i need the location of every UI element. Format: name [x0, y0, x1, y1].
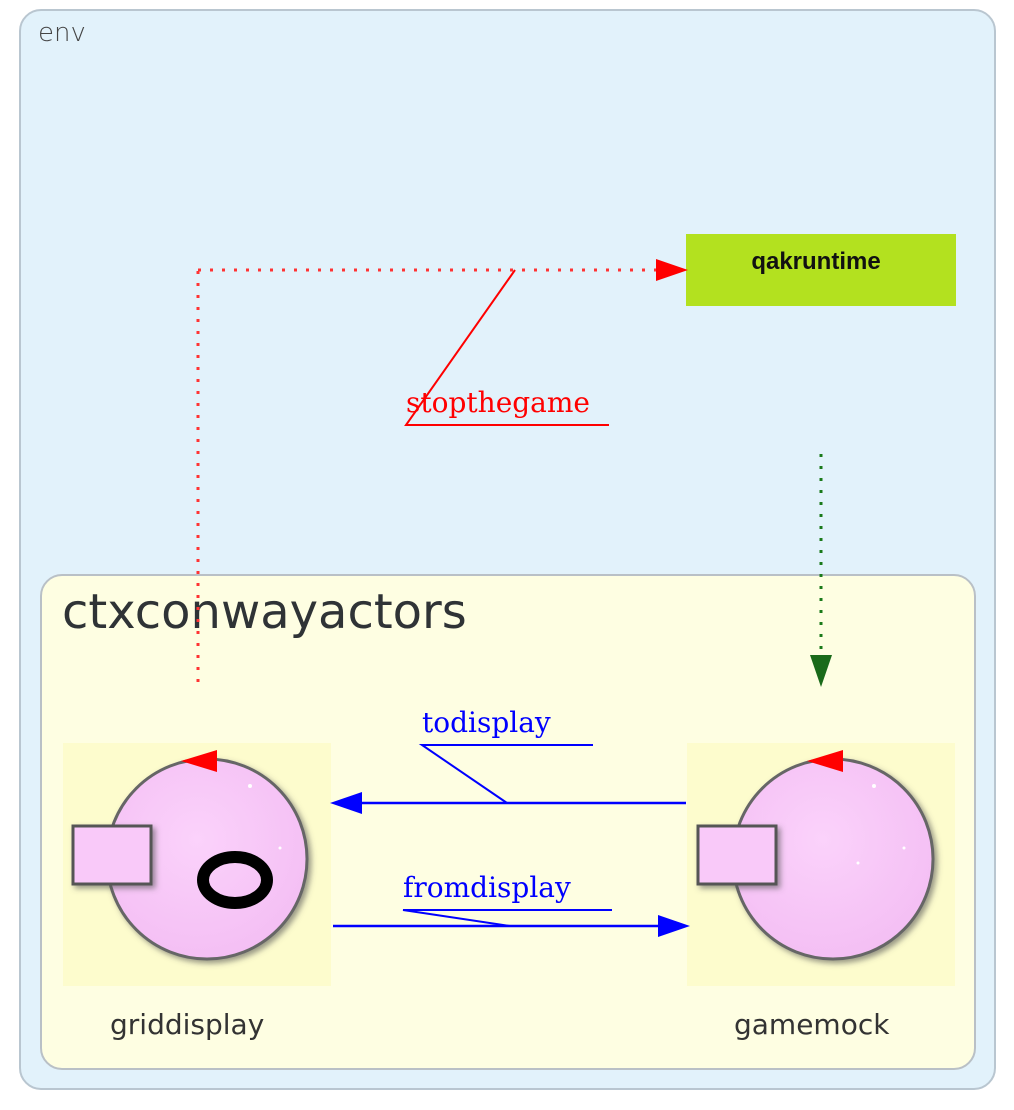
context-label: ctxconwayactors [62, 584, 467, 640]
edge-runtime-gamemock [810, 454, 832, 687]
edge-fromdisplay[interactable] [333, 909, 690, 937]
actor-label-griddisplay: griddisplay [110, 1008, 265, 1041]
actor-label-gamemock: gamemock [734, 1008, 890, 1041]
actor-griddisplay[interactable] [63, 743, 331, 986]
edge-stopthegame[interactable] [196, 259, 688, 682]
message-label-stopthegame: stopthegame [406, 386, 590, 419]
runtime-node[interactable] [686, 234, 956, 306]
edge-todisplay[interactable] [330, 744, 686, 814]
actor-gamemock[interactable] [687, 743, 955, 986]
env-label: env [38, 18, 86, 48]
message-label-fromdisplay: fromdisplay [403, 871, 571, 904]
message-label-todisplay: todisplay [422, 706, 551, 739]
runtime-label: qakruntime [751, 248, 881, 275]
